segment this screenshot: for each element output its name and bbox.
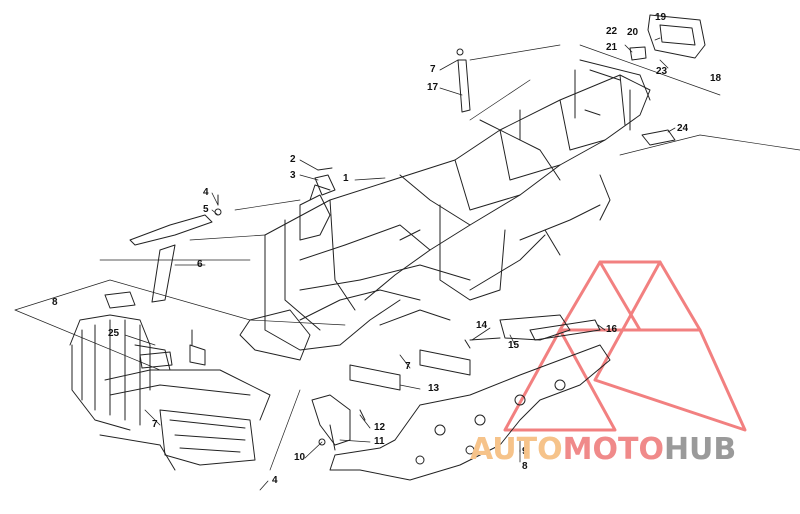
callout-18: 18 — [710, 73, 722, 84]
callout-11: 11 — [374, 436, 385, 447]
callout-6: 6 — [197, 259, 203, 270]
callout-leaders — [124, 37, 676, 491]
callout-20: 20 — [627, 27, 639, 38]
callout-7-bumper: 7 — [152, 419, 158, 430]
callout-17: 17 — [427, 82, 439, 93]
main-frame — [239, 59, 651, 361]
small-plate — [641, 129, 676, 146]
floor-strips — [349, 349, 471, 391]
watermark-moto: MOTO — [562, 432, 664, 467]
callout-1: 1 — [343, 173, 349, 184]
upper-bracket — [314, 167, 336, 196]
callout-4-upper: 4 — [203, 187, 209, 198]
callout-21: 21 — [606, 42, 618, 53]
side-rail — [529, 319, 601, 341]
callout-8-right: 8 — [522, 461, 528, 472]
callout-22: 22 — [606, 26, 618, 37]
callout-4-lower: 4 — [272, 475, 278, 486]
upper-stay — [456, 48, 471, 113]
callout-5: 5 — [203, 204, 209, 215]
callout-14: 14 — [476, 320, 488, 331]
skid-plate — [329, 344, 611, 481]
assembly-guides — [14, 44, 800, 471]
front-bumper — [69, 291, 271, 471]
callout-15: 15 — [508, 340, 520, 351]
watermark-wordmark: AUTOMOTOHUB — [470, 434, 736, 466]
callout-24: 24 — [677, 123, 689, 134]
callout-7-middle: 7 — [405, 361, 411, 372]
callout-8-left: 8 — [52, 297, 58, 308]
callout-16: 16 — [606, 324, 618, 335]
callout-2: 2 — [290, 154, 296, 165]
callout-7-top: 7 — [430, 64, 436, 75]
watermark-hub: HUB — [663, 432, 737, 467]
guard-plate — [139, 329, 206, 369]
callout-10: 10 — [294, 452, 306, 463]
callout-19: 19 — [655, 12, 667, 23]
callout-3: 3 — [290, 170, 296, 181]
callout-13: 13 — [428, 383, 440, 394]
watermark-auto: AUTO — [470, 432, 563, 467]
callout-23: 23 — [656, 66, 668, 77]
callout-9: 9 — [522, 446, 528, 457]
watermark-logo-mark — [503, 260, 747, 432]
tail-light — [629, 14, 706, 61]
callout-25: 25 — [108, 328, 120, 339]
mount-bracket — [311, 394, 366, 451]
side-bracket — [464, 314, 571, 349]
callout-12: 12 — [374, 422, 386, 433]
